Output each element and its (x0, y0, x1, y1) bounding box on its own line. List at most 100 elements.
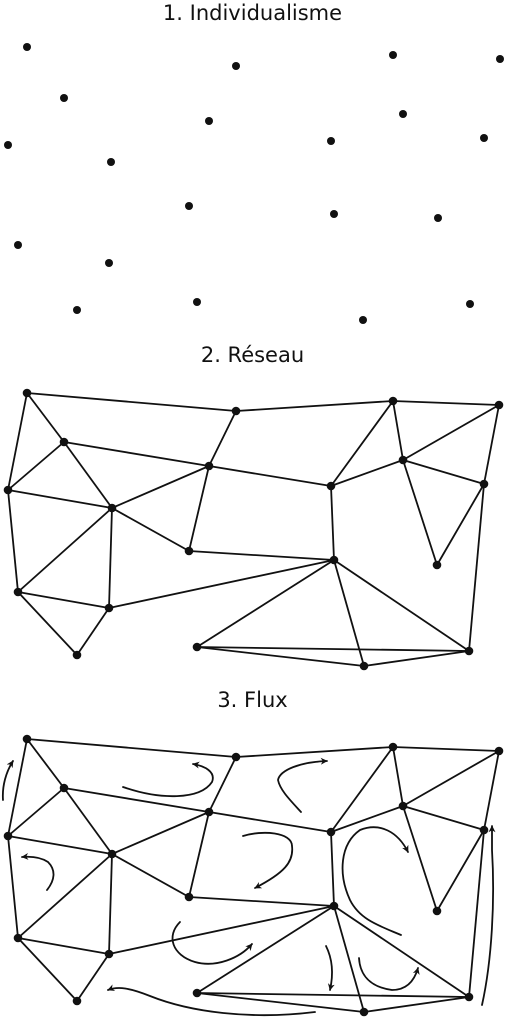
network-link (17, 507, 113, 593)
panel-title-reseau: 2. Réseau (200, 343, 305, 367)
network-link (402, 459, 438, 566)
network-link (7, 835, 113, 855)
flow-arrow (21, 852, 55, 891)
isolated-point (23, 43, 31, 51)
network-node (329, 901, 339, 911)
network-link (330, 746, 394, 833)
network-node (359, 661, 369, 671)
network-link (208, 465, 332, 487)
network-link (17, 937, 78, 1002)
network-link (7, 489, 113, 509)
network-link (111, 507, 190, 552)
network-link (17, 591, 78, 656)
isolated-point (480, 134, 488, 142)
network-node (432, 906, 442, 916)
isolated-point (327, 137, 335, 145)
isolated-point (107, 158, 115, 166)
network-link (402, 459, 485, 485)
isolated-point (60, 94, 68, 102)
isolated-point (434, 214, 442, 222)
network-link (196, 992, 365, 1013)
isolated-point (185, 202, 193, 210)
network-node (59, 437, 69, 447)
network-link (333, 905, 470, 998)
network-node (432, 560, 442, 570)
isolated-point (4, 141, 12, 149)
network-link (7, 441, 65, 491)
network-link (188, 896, 335, 907)
network-node (3, 831, 13, 841)
network-node (326, 481, 336, 491)
network-link (363, 650, 470, 667)
network-link (111, 853, 190, 898)
network-link (63, 787, 210, 813)
network-link (17, 937, 110, 955)
network-link (402, 750, 500, 807)
network-link (208, 410, 237, 467)
isolated-point (399, 110, 407, 118)
network-node (107, 503, 117, 513)
network-link (402, 805, 485, 831)
flow-arrow (122, 761, 214, 798)
network-link (17, 591, 110, 609)
network-node (22, 388, 32, 398)
panel-title-individualisme: 1. Individualisme (162, 1, 343, 25)
isolated-point (105, 259, 113, 267)
isolated-point (359, 316, 367, 324)
network-link (7, 738, 28, 837)
network-link (402, 805, 438, 912)
network-link (76, 607, 110, 656)
network-link (63, 787, 113, 855)
network-node (184, 546, 194, 556)
network-node (359, 1007, 369, 1017)
network-link (196, 905, 335, 994)
network-link (188, 465, 210, 552)
network-link (196, 646, 365, 667)
network-node (104, 949, 114, 959)
network-node (388, 742, 398, 752)
network-link (333, 559, 470, 652)
network-link (7, 489, 19, 593)
network-link (235, 400, 394, 412)
network-node (231, 752, 241, 762)
network-link (26, 392, 65, 443)
network-node (479, 825, 489, 835)
network-node (13, 933, 23, 943)
network-link (330, 805, 404, 833)
network-link (108, 559, 335, 609)
network-link (188, 811, 210, 898)
isolated-point (232, 62, 240, 70)
network-link (392, 400, 500, 406)
network-link (63, 441, 113, 509)
panel-title-flux: 3. Flux (217, 688, 288, 712)
flow-arrow (1, 760, 14, 801)
network-link (468, 829, 485, 998)
network-link (402, 404, 500, 461)
network-link (208, 756, 237, 813)
flow-arrow (277, 757, 328, 813)
network-link (392, 746, 500, 752)
network-link (436, 829, 485, 912)
network-node (72, 650, 82, 660)
flow-arrow (171, 921, 253, 965)
network-link (333, 559, 365, 667)
isolated-point (193, 298, 201, 306)
network-link (235, 746, 394, 758)
flow-arrow (107, 984, 316, 1017)
network-node (464, 992, 474, 1002)
network-link (330, 485, 335, 561)
network-node (107, 849, 117, 859)
network-link (363, 996, 470, 1013)
network-link (76, 953, 110, 1002)
isolated-point (14, 241, 22, 249)
network-link (7, 787, 65, 837)
network-node (192, 988, 202, 998)
network-node (398, 801, 408, 811)
flow-arrow (242, 831, 294, 889)
network-link (108, 507, 113, 609)
flow-arrow (481, 825, 496, 1006)
isolated-point (466, 300, 474, 308)
network-node (3, 485, 13, 495)
network-link (392, 400, 404, 461)
network-node (494, 746, 504, 756)
